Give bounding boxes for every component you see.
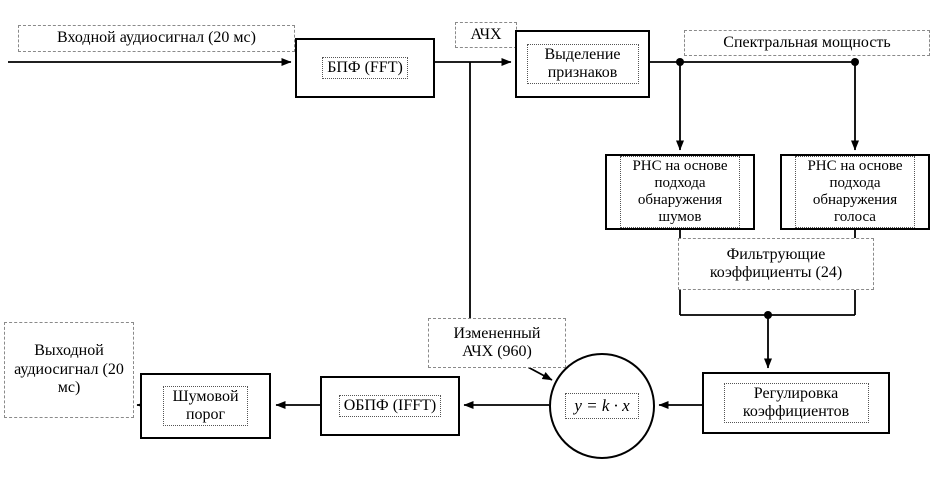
spectral-power-label: Спектральная мощность [684, 30, 930, 56]
rnn-voice-detection-box: РНС на основе подхода обнаружения голоса [780, 154, 930, 230]
junction-dot-coeff [764, 311, 772, 319]
output-signal-label: Выходной аудиосигнал (20 мс) [4, 322, 134, 418]
rnn-noise-detection-label: РНС на основе подхода обнаружения шумов [620, 156, 740, 228]
noise-threshold-label: Шумовой порог [163, 385, 248, 427]
ifft-box: ОБПФ (IFFT) [320, 376, 460, 436]
filter-coefficients-text: Фильтрующие коэффициенты (24) [709, 245, 843, 281]
rnn-voice-detection-label: РНС на основе подхода обнаружения голоса [795, 156, 915, 228]
gain-formula: y = k · x [565, 393, 639, 419]
input-signal-label: Входной аудиосигнал (20 мс) [18, 25, 295, 52]
noise-threshold-box: Шумовой порог [140, 373, 271, 439]
junction-dot-noise-branch [676, 58, 684, 66]
afc-text: АЧХ [470, 25, 502, 43]
rnn-noise-detection-box: РНС на основе подхода обнаружения шумов [605, 154, 755, 230]
fft-box: БПФ (FFT) [295, 38, 435, 98]
modified-afc-text: Измененный АЧХ (960) [453, 324, 541, 360]
spectral-power-text: Спектральная мощность [723, 33, 891, 51]
junction-dot-voice-branch [851, 58, 859, 66]
coefficient-adjustment-label: Регулировка коэффициентов [723, 382, 869, 424]
modified-afc-label: Измененный АЧХ (960) [428, 318, 566, 368]
afc-label: АЧХ [455, 22, 517, 48]
filter-coefficients-label: Фильтрующие коэффициенты (24) [678, 238, 874, 290]
input-signal-text: Входной аудиосигнал (20 мс) [57, 29, 256, 47]
ifft-box-label: ОБПФ (IFFT) [338, 394, 442, 418]
output-signal-text: Выходной аудиосигнал (20 мс) [14, 342, 124, 397]
feature-extraction-box: Выделение признаков [515, 30, 650, 98]
feature-extraction-label: Выделение признаков [526, 43, 639, 85]
coefficient-adjustment-box: Регулировка коэффициентов [702, 372, 890, 434]
fft-box-label: БПФ (FFT) [322, 56, 408, 80]
gain-multiplier-node: y = k · x [549, 353, 655, 459]
